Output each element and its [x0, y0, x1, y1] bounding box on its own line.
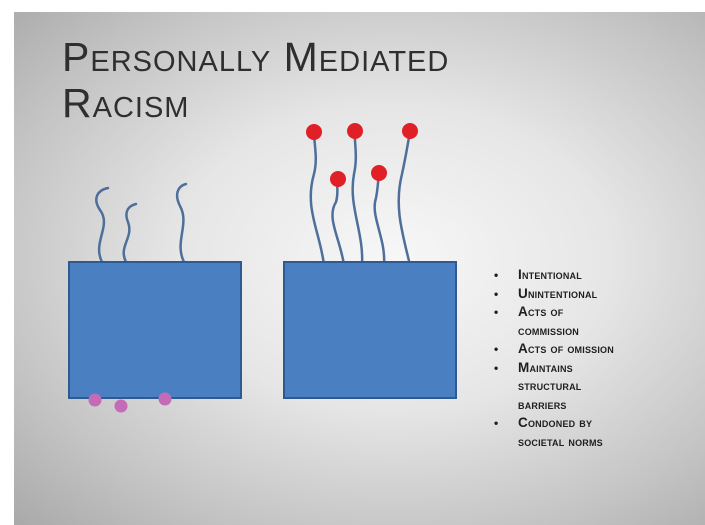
- pink-dot-1: [88, 393, 102, 407]
- slide-title: Personally Mediated Racism: [62, 34, 582, 126]
- right-cell-box: [283, 261, 457, 399]
- title-line-1: Personally Mediated: [62, 34, 450, 80]
- red-dot-3: [402, 123, 418, 139]
- red-dot-1: [306, 124, 322, 140]
- pink-dot-3: [158, 392, 172, 406]
- bullet-unintentional: Unintentional: [492, 285, 705, 304]
- red-dot-4: [330, 171, 346, 187]
- illustration: [68, 123, 457, 413]
- left-stem-1: [95, 186, 110, 264]
- red-dot-2: [347, 123, 363, 139]
- bullet-acts-of-omission: Acts of omission: [492, 340, 705, 359]
- right-stem-5: [397, 130, 412, 267]
- bullet-intentional: Intentional: [492, 266, 705, 285]
- pink-dot-2: [114, 399, 128, 413]
- red-dot-5: [371, 165, 387, 181]
- right-stem-4: [373, 172, 386, 267]
- left-cell-box: [68, 261, 242, 399]
- bullet-condoned-by-societal-norms: Condoned by societal norms: [492, 414, 705, 451]
- bullet-list: Intentional Unintentional Acts of commis…: [492, 266, 705, 451]
- bullet-acts-of-commission: Acts of commission: [492, 303, 705, 340]
- right-stem-2: [331, 178, 346, 267]
- left-stem-3: [175, 182, 188, 264]
- right-stem-3: [351, 130, 364, 267]
- left-stem-2: [122, 202, 138, 264]
- right-stem-1: [309, 130, 326, 267]
- title-line-2: Racism: [62, 80, 190, 126]
- bullet-maintains-structural-barriers: Maintains structural barriers: [492, 359, 705, 415]
- slide: Personally Mediated Racism: [14, 12, 705, 525]
